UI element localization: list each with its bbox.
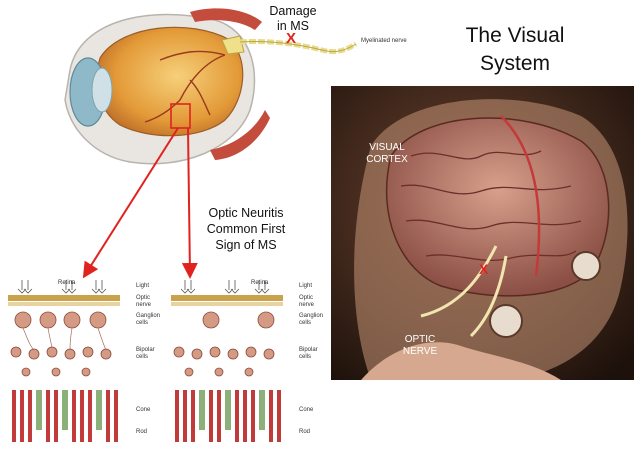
title-line-2: System (479, 52, 550, 75)
light-label-right: Light (299, 283, 313, 289)
visual-cortex-line-1: VISUAL (369, 142, 405, 153)
retina-diagram-left: Retina (8, 280, 135, 450)
damage-line-2: in MS (277, 19, 309, 33)
brain-illustration (331, 86, 634, 380)
optic-nerve-label-left: Optic nerve (136, 295, 151, 309)
brain-damage-x-marker: X (479, 261, 489, 277)
optic-right-2: nerve (299, 302, 315, 308)
bip-right-1: Bipolar (299, 347, 318, 353)
retina-diagram-right: Retina (171, 280, 298, 450)
cone-label-right: Cone (299, 407, 314, 413)
ganglion-label-right: Ganglion cells (299, 313, 323, 327)
nerve-damage-x-marker: X (286, 30, 297, 47)
retina-label-left: Retina (58, 280, 76, 286)
visual-cortex-line-2: CORTEX (366, 154, 408, 165)
photoreceptors-right (175, 390, 281, 442)
optic-right-1: Optic (299, 295, 314, 301)
ganglion-label-left: Ganglion cells (136, 313, 160, 327)
arrow-to-right-panel (181, 127, 198, 279)
bip-left-1: Bipolar (136, 347, 155, 353)
gang-right-2: cells (299, 320, 312, 326)
optic-left-1: Optic (136, 295, 151, 301)
gang-left-2: cells (136, 320, 149, 326)
optic-nerve-line-2: NERVE (402, 346, 438, 357)
gang-right-1: Ganglion (299, 313, 324, 319)
myelinated-nerve (239, 38, 358, 55)
optic-neuritis-line-1: Optic Neuritis (208, 206, 284, 220)
optic-nerve-line-1: OPTIC (404, 334, 436, 345)
page-title: The Visual System (430, 22, 600, 78)
optic-neuritis-caption: Optic Neuritis Common First Sign of MS (196, 205, 296, 253)
brain-cross-section-image (331, 86, 634, 380)
light-label-left: Light (136, 283, 150, 289)
bipolar-label-left: Bipolar cells (136, 347, 155, 361)
cone-label-left: Cone (136, 407, 151, 413)
damage-in-ms-label: Damage in MS (258, 4, 328, 34)
rod-label-right: Rod (299, 429, 311, 435)
retina-layers-right (171, 280, 283, 442)
bip-right-2: cells (299, 354, 312, 360)
optic-neuritis-line-3: Sign of MS (215, 238, 277, 252)
retina-label-right: Retina (251, 280, 269, 286)
damage-line-1: Damage (269, 4, 317, 18)
arrow-to-left-panel (82, 127, 179, 279)
gang-left-1: Ganglion (136, 313, 161, 319)
optic-nerve-label: OPTIC NERVE (388, 334, 452, 358)
optic-nerve-label-right: Optic nerve (299, 295, 314, 309)
title-line-1: The Visual (465, 24, 565, 47)
optic-left-2: nerve (136, 302, 152, 308)
retina-layers-left (8, 280, 120, 442)
rod-label-left: Rod (136, 429, 148, 435)
bipolar-label-right: Bipolar cells (299, 347, 318, 361)
optic-neuritis-line-2: Common First (206, 222, 286, 236)
visual-cortex-label: VISUAL CORTEX (352, 142, 422, 166)
eyeball-illustration (64, 8, 270, 165)
myelinated-nerve-label: Myelinated nerve (361, 38, 407, 44)
bip-left-2: cells (136, 354, 149, 360)
photoreceptors-left (12, 390, 118, 442)
